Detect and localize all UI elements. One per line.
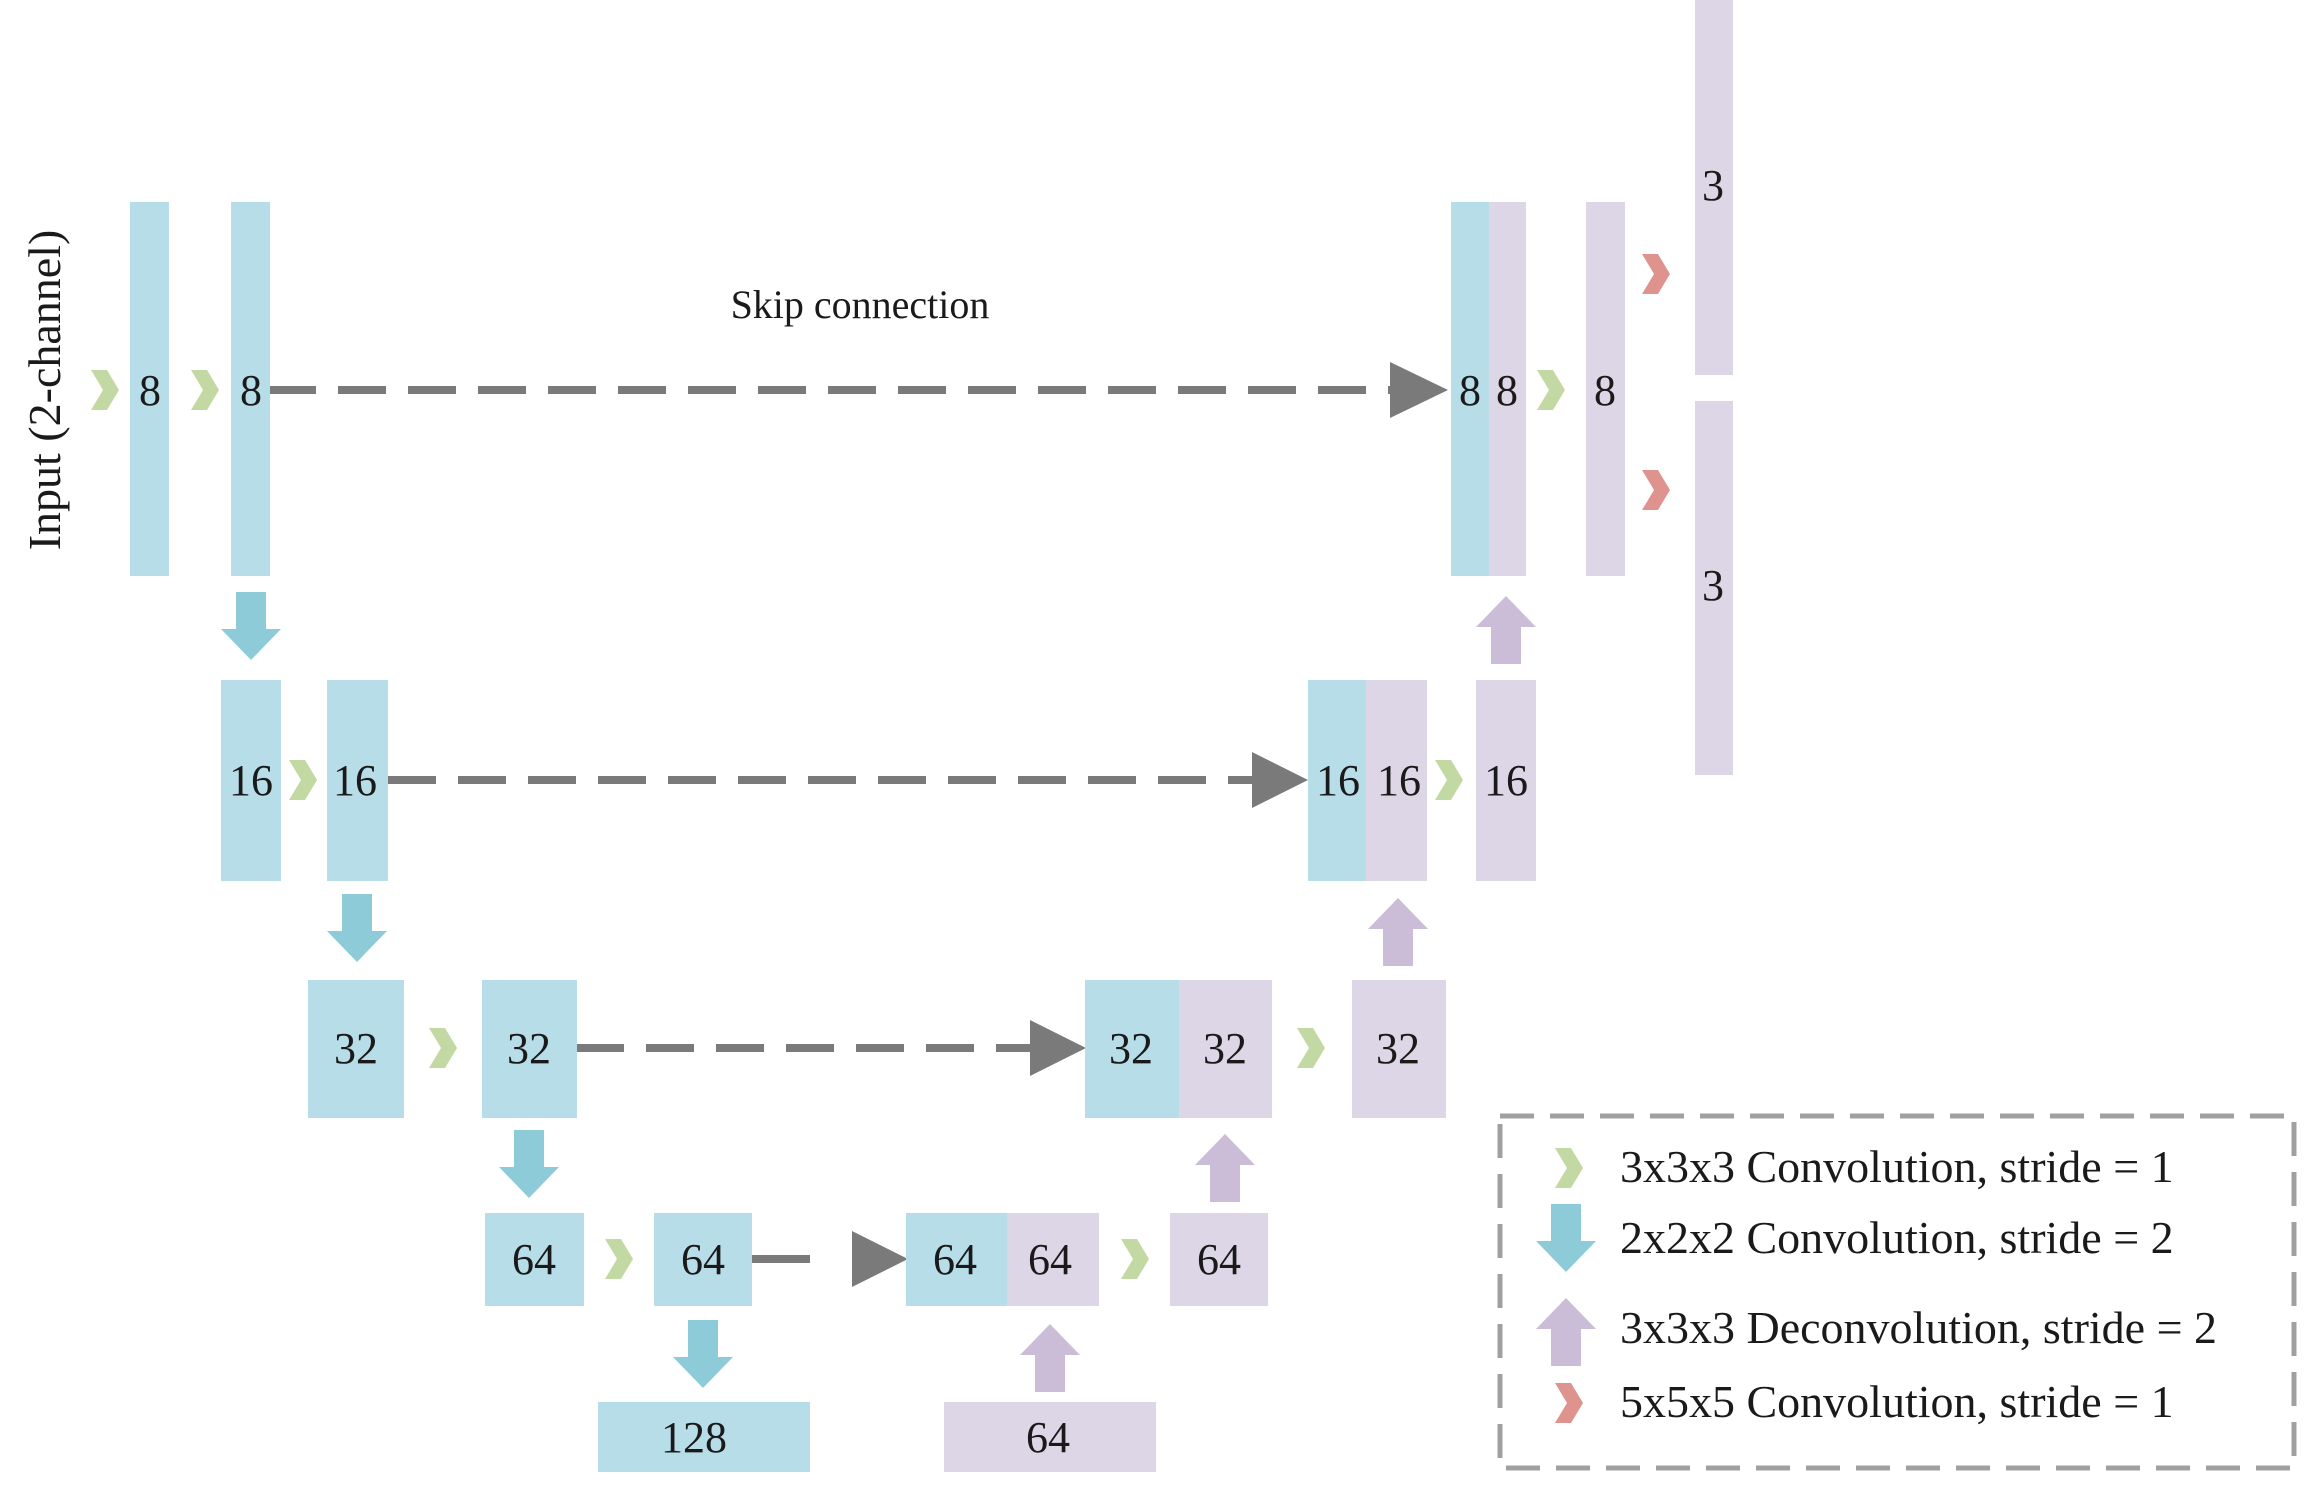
green-chevron-icon	[605, 1239, 633, 1279]
legend-label-conv5: 5x5x5 Convolution, stride = 1	[1620, 1376, 2174, 1427]
skip-arrowhead-level2	[1252, 752, 1308, 808]
green-chevron-icon	[1555, 1148, 1583, 1188]
skip-arrowhead-level4	[852, 1231, 908, 1287]
red-chevron-icon	[1642, 470, 1670, 510]
block-label: 32	[1203, 1024, 1247, 1073]
legend: 3x3x3 Convolution, stride = 1 2x2x2 Conv…	[1497, 1113, 2297, 1471]
block-cat2-enc: 16	[1308, 680, 1366, 881]
green-chevron-icon	[91, 370, 119, 410]
block-bottom-enc: 128	[598, 1402, 810, 1472]
block-enc1a: 8	[130, 202, 169, 576]
down-arrow-icon	[221, 592, 281, 660]
green-chevron-icon	[1297, 1028, 1325, 1068]
block-label: 8	[1459, 366, 1481, 415]
down-arrow-icon	[1536, 1204, 1596, 1272]
block-label: 8	[1594, 366, 1616, 415]
up-arrow-icon	[1020, 1324, 1080, 1392]
block-cat3-dec: 32	[1179, 980, 1272, 1118]
block-enc1b: 8	[231, 202, 270, 576]
block-label: 64	[1026, 1413, 1070, 1462]
legend-label-deconv: 3x3x3 Deconvolution, stride = 2	[1620, 1302, 2217, 1353]
down-arrow-icon	[327, 894, 387, 962]
block-cat1-dec: 8	[1489, 202, 1526, 576]
block-dec2: 16	[1476, 680, 1536, 881]
down-arrow-icon	[499, 1130, 559, 1198]
legend-box	[1497, 1113, 2297, 1471]
block-cat2-dec: 16	[1366, 680, 1427, 881]
block-label: 3	[1702, 161, 1724, 210]
output-chevrons	[1642, 254, 1670, 510]
block-enc2a: 16	[221, 680, 281, 881]
block-cat3-enc: 32	[1085, 980, 1179, 1118]
block-enc3a: 32	[308, 980, 404, 1118]
block-label: 32	[334, 1024, 378, 1073]
green-chevron-icon	[429, 1028, 457, 1068]
legend-label-downconv: 2x2x2 Convolution, stride = 2	[1620, 1212, 2174, 1263]
red-chevron-icon	[1555, 1383, 1583, 1423]
green-chevron-icon	[1435, 760, 1463, 800]
red-chevron-icon	[1642, 254, 1670, 294]
block-label: 32	[507, 1024, 551, 1073]
up-arrow-icon	[1536, 1298, 1596, 1366]
block-label: 32	[1376, 1024, 1420, 1073]
up-arrow-icon	[1368, 898, 1428, 966]
block-label: 16	[333, 756, 377, 805]
up-arrow-icon	[1195, 1134, 1255, 1202]
block-label: 8	[240, 366, 262, 415]
down-arrow-icon	[673, 1320, 733, 1388]
block-cat1-enc: 8	[1451, 202, 1489, 576]
block-label: 64	[1197, 1235, 1241, 1284]
block-label: 128	[661, 1413, 727, 1462]
block-dec4: 64	[1170, 1213, 1268, 1306]
green-chevron-icon	[1537, 370, 1565, 410]
green-chevron-icon	[191, 370, 219, 410]
block-bottom-dec: 64	[944, 1402, 1156, 1472]
legend-label-conv3: 3x3x3 Convolution, stride = 1	[1620, 1141, 2174, 1192]
block-label: 16	[1316, 756, 1360, 805]
block-label: 8	[1496, 366, 1518, 415]
block-cat4-dec: 64	[1007, 1213, 1099, 1306]
skip-connection-label: Skip connection	[731, 282, 990, 327]
skip-connections	[268, 362, 1448, 1287]
block-label: 16	[1377, 756, 1421, 805]
block-label: 16	[1484, 756, 1528, 805]
block-out-a: 3	[1695, 0, 1733, 375]
block-cat4-enc: 64	[906, 1213, 1007, 1306]
decoder: 64 64 64 64 32 32 32 16	[906, 0, 1733, 1472]
block-label: 16	[229, 756, 273, 805]
block-label: 3	[1702, 561, 1724, 610]
block-label: 64	[933, 1235, 977, 1284]
block-enc2b: 16	[327, 680, 388, 881]
block-label: 64	[681, 1235, 725, 1284]
block-dec1: 8	[1586, 202, 1625, 576]
green-chevron-icon	[289, 760, 317, 800]
block-enc4b: 64	[654, 1213, 752, 1306]
block-label: 64	[512, 1235, 556, 1284]
block-out-b: 3	[1695, 401, 1733, 775]
skip-arrowhead-level3	[1030, 1020, 1086, 1076]
block-dec3: 32	[1352, 980, 1446, 1118]
block-enc4a: 64	[485, 1213, 584, 1306]
block-label: 32	[1109, 1024, 1153, 1073]
green-chevron-icon	[1121, 1239, 1149, 1279]
skip-arrowhead-level1	[1390, 362, 1448, 418]
block-label: 64	[1028, 1235, 1072, 1284]
up-arrow-icon	[1476, 596, 1536, 664]
encoder: 8 8 16 16 32 32 64 64	[130, 202, 810, 1472]
input-label: Input (2-channel)	[19, 230, 70, 551]
block-enc3b: 32	[482, 980, 577, 1118]
block-label: 8	[139, 366, 161, 415]
